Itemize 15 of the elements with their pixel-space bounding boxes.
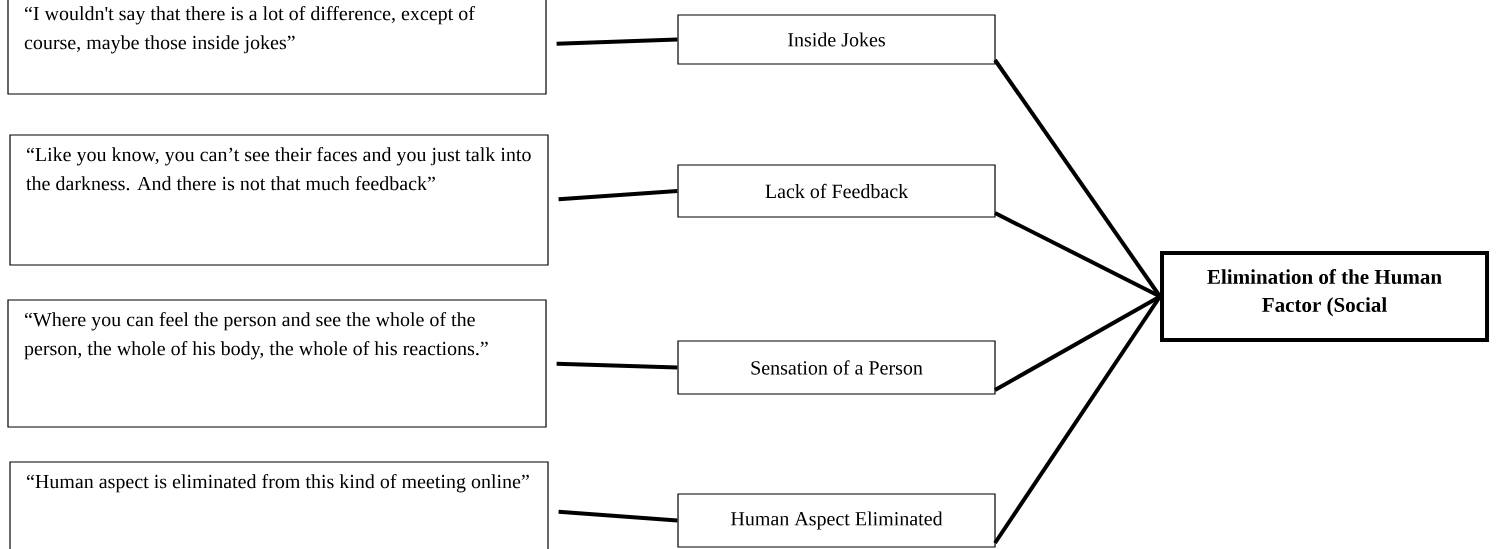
theme-box: Inside Jokes [677,14,996,65]
category-box: Elimination of the Human Factor (Social [1160,251,1489,342]
connector-line [556,361,678,370]
connector-line [556,37,678,46]
theme-box: Sensation of a Person [677,340,996,395]
quote-box: “I wouldn't say that there is a lot of difference, except of course, maybe those inside jokes” [7,0,547,95]
connector-line [993,58,1162,298]
connector-line [994,294,1161,392]
quote-box: “Where you can feel the person and see the whole of the person, the whole of his body, the whole of his reactions.” [7,299,547,428]
quote-box: “Human aspect is eliminated from this kind of meeting online” [9,461,549,549]
theme-box: Lack of Feedback [677,164,996,218]
connector-line [558,509,678,523]
connector-line [558,189,678,202]
theme-box: Human Aspect Eliminated [677,493,996,548]
quote-box: “Like you know, you can’t see their faces and you just talk into the darkness. And there is not that much feedback” [9,134,549,266]
